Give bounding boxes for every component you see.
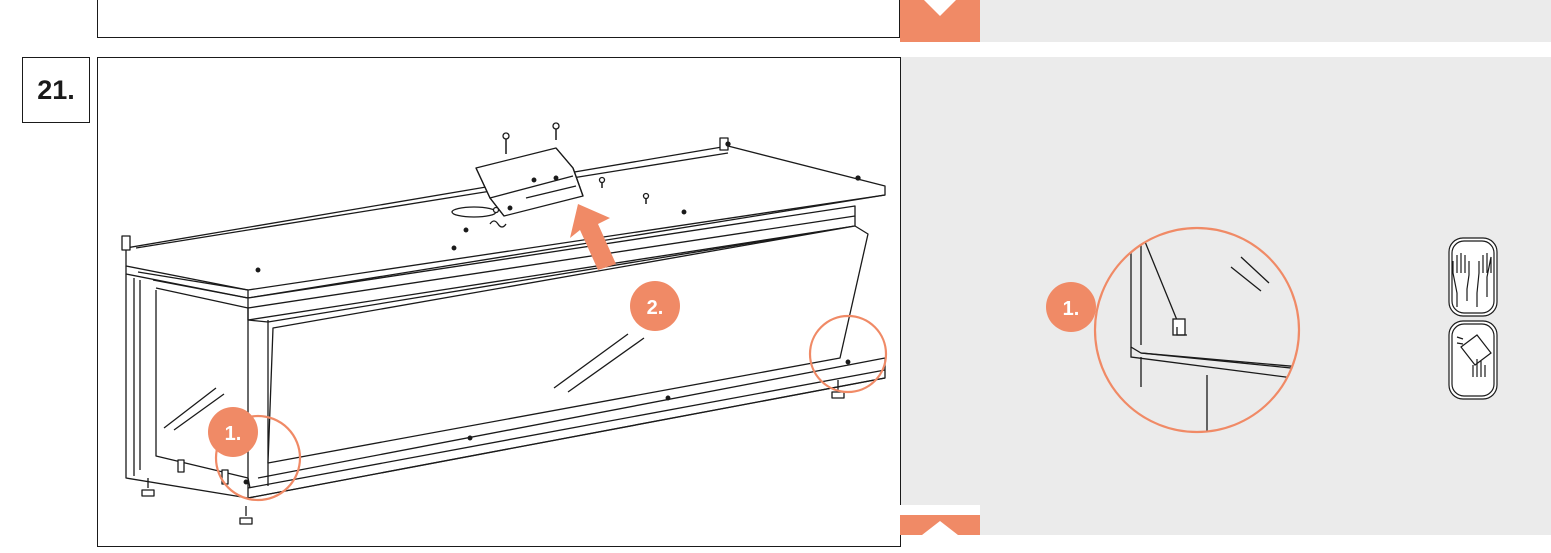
gloves-icon (1448, 237, 1498, 317)
step-number: 21. (22, 57, 90, 123)
callout-2-label: 2. (647, 297, 664, 319)
next-step-tab (900, 505, 980, 535)
detail-panel: 1. (901, 57, 1551, 535)
fireplace-top (121, 137, 886, 299)
detail-callout-label: 1. (1063, 298, 1080, 320)
main-illustration: 1. 2. (97, 57, 901, 547)
previous-step-tab (900, 0, 980, 42)
previous-step-panel (900, 0, 1551, 42)
callout-1-label: 1. (225, 423, 242, 445)
lift-arrow (570, 204, 616, 270)
detail-zoom: 1. (1046, 226, 1301, 434)
control-box (451, 122, 650, 228)
fireplace-body (125, 225, 886, 499)
previous-step-frame (97, 0, 900, 38)
wipe-glass-icon (1448, 320, 1498, 400)
